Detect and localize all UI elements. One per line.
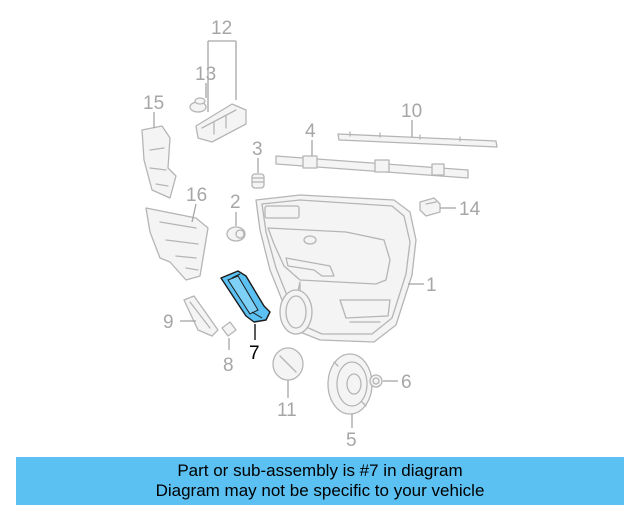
caption-banner: Part or sub-assembly is #7 in diagram Di… <box>16 457 624 505</box>
parts-diagram: 1 2 3 4 5 6 7 8 9 10 11 12 13 14 15 16 <box>141 18 498 451</box>
part-12-bracket <box>195 103 247 143</box>
part-2-grommet <box>226 226 246 242</box>
part-3-fastener <box>251 173 265 189</box>
part-8-clip <box>221 321 237 337</box>
callout-8: 8 <box>223 355 234 376</box>
part-7-armrest-highlighted[interactable] <box>220 270 271 323</box>
callout-14: 14 <box>459 199 481 220</box>
callout-13: 13 <box>195 64 216 85</box>
callout-7: 7 <box>249 343 260 364</box>
callout-12: 12 <box>211 18 232 39</box>
part-15-pad <box>141 125 177 199</box>
part-6-grommet <box>369 374 383 388</box>
callout-2: 2 <box>230 192 241 213</box>
callout-16: 16 <box>186 185 207 206</box>
callout-5: 5 <box>346 430 357 451</box>
part-9-strip <box>183 295 219 337</box>
callout-11: 11 <box>277 400 297 421</box>
callout-9: 9 <box>163 312 174 333</box>
part-14-clip <box>419 197 441 217</box>
part-4-seal <box>275 155 469 179</box>
callout-15: 15 <box>143 93 164 114</box>
callout-3: 3 <box>252 139 263 160</box>
part-16-pad <box>145 207 209 281</box>
callout-4: 4 <box>305 121 316 142</box>
callout-6: 6 <box>401 372 412 393</box>
part-5-speaker <box>327 353 373 415</box>
callout-1: 1 <box>426 275 437 296</box>
part-10-strip <box>337 131 498 148</box>
leader-12 <box>207 40 237 112</box>
caption-line-2: Diagram may not be specific to your vehi… <box>155 481 485 500</box>
part-1-door-panel <box>255 194 417 343</box>
part-13-clip <box>189 97 207 113</box>
caption-line-1: Part or sub-assembly is #7 in diagram <box>177 461 463 480</box>
leader-16 <box>191 203 197 223</box>
part-11-cover <box>272 347 304 381</box>
callout-10: 10 <box>401 101 422 122</box>
